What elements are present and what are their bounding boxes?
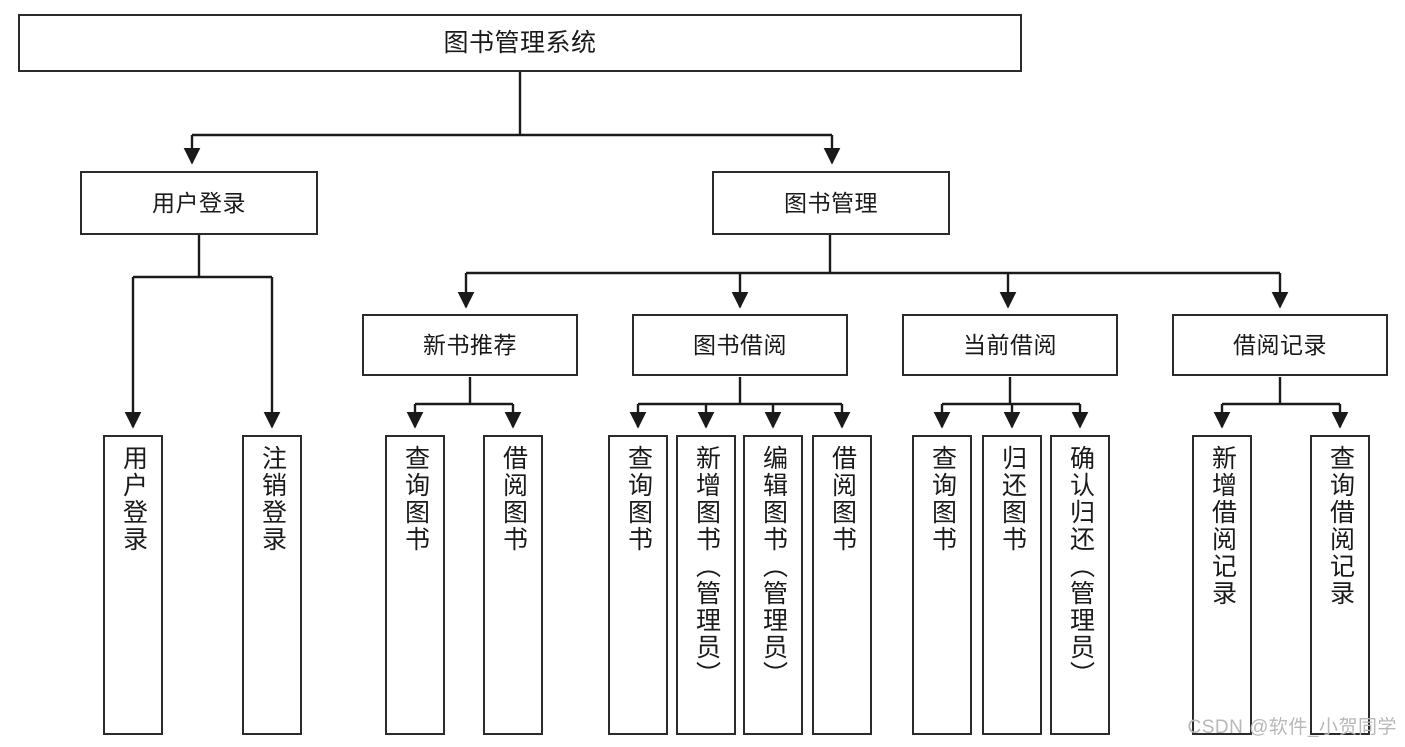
node-book-borrow[interactable]: 图书借阅 <box>632 314 848 376</box>
node-leaf-edit-book[interactable]: 编辑图书（管理员） <box>743 435 803 735</box>
node-root[interactable]: 图书管理系统 <box>18 14 1022 72</box>
node-leaf-add-record[interactable]: 新增借阅记录 <box>1192 435 1252 735</box>
node-user-login-label: 用户登录 <box>152 189 246 216</box>
node-current-borrow-label: 当前借阅 <box>963 331 1057 358</box>
csdn-watermark: CSDN @软件_小贺同学 <box>1187 717 1397 738</box>
node-leaf-borrow-book-1-label: 借阅图书 <box>499 445 528 553</box>
node-leaf-confirm-return-label: 确认归还（管理员） <box>1066 445 1095 688</box>
node-new-book-recommend[interactable]: 新书推荐 <box>362 314 578 376</box>
node-leaf-user-login[interactable]: 用户登录 <box>103 435 163 735</box>
node-user-login[interactable]: 用户登录 <box>80 171 318 235</box>
node-leaf-borrow-book-1[interactable]: 借阅图书 <box>483 435 543 735</box>
node-root-label: 图书管理系统 <box>443 28 597 57</box>
node-leaf-query-book-1-label: 查询图书 <box>401 445 430 553</box>
node-leaf-user-logout[interactable]: 注销登录 <box>242 435 302 735</box>
node-borrow-record[interactable]: 借阅记录 <box>1172 314 1388 376</box>
node-book-manage[interactable]: 图书管理 <box>712 171 950 235</box>
node-leaf-query-book-2-label: 查询图书 <box>624 445 653 553</box>
node-new-book-recommend-label: 新书推荐 <box>423 331 517 358</box>
node-leaf-query-book-3-label: 查询图书 <box>928 445 957 553</box>
node-leaf-add-record-label: 新增借阅记录 <box>1208 445 1237 607</box>
node-leaf-return-book-label: 归还图书 <box>998 445 1027 553</box>
node-leaf-add-book[interactable]: 新增图书（管理员） <box>676 435 736 735</box>
node-book-borrow-label: 图书借阅 <box>693 331 787 358</box>
node-leaf-query-record[interactable]: 查询借阅记录 <box>1310 435 1370 735</box>
node-leaf-query-book-3[interactable]: 查询图书 <box>912 435 972 735</box>
node-leaf-user-login-label: 用户登录 <box>119 445 148 553</box>
node-borrow-record-label: 借阅记录 <box>1233 331 1327 358</box>
node-leaf-borrow-book-2-label: 借阅图书 <box>828 445 857 553</box>
node-leaf-user-logout-label: 注销登录 <box>258 445 287 553</box>
node-leaf-borrow-book-2[interactable]: 借阅图书 <box>812 435 872 735</box>
node-leaf-add-book-label: 新增图书（管理员） <box>692 445 721 688</box>
node-leaf-query-book-1[interactable]: 查询图书 <box>385 435 445 735</box>
node-current-borrow[interactable]: 当前借阅 <box>902 314 1118 376</box>
node-leaf-query-record-label: 查询借阅记录 <box>1326 445 1355 607</box>
node-leaf-query-book-2[interactable]: 查询图书 <box>608 435 668 735</box>
node-leaf-return-book[interactable]: 归还图书 <box>982 435 1042 735</box>
node-book-manage-label: 图书管理 <box>784 189 878 216</box>
node-leaf-edit-book-label: 编辑图书（管理员） <box>759 445 788 688</box>
node-leaf-confirm-return[interactable]: 确认归还（管理员） <box>1050 435 1110 735</box>
